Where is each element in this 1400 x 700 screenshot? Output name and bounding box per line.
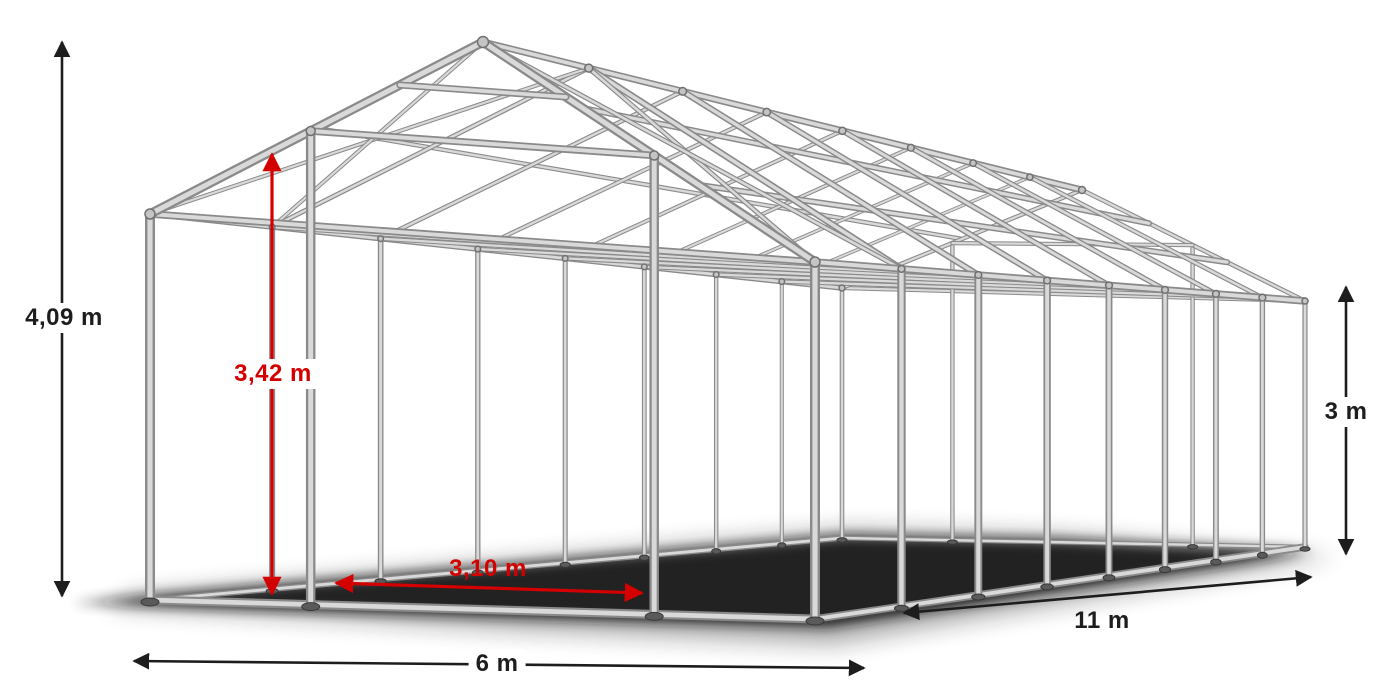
pipe-fittings <box>144 35 1309 305</box>
front-gable <box>145 37 820 624</box>
clear-width-arrow <box>334 573 644 603</box>
front-width-arrow <box>132 652 866 677</box>
side-length-arrow <box>902 569 1313 621</box>
